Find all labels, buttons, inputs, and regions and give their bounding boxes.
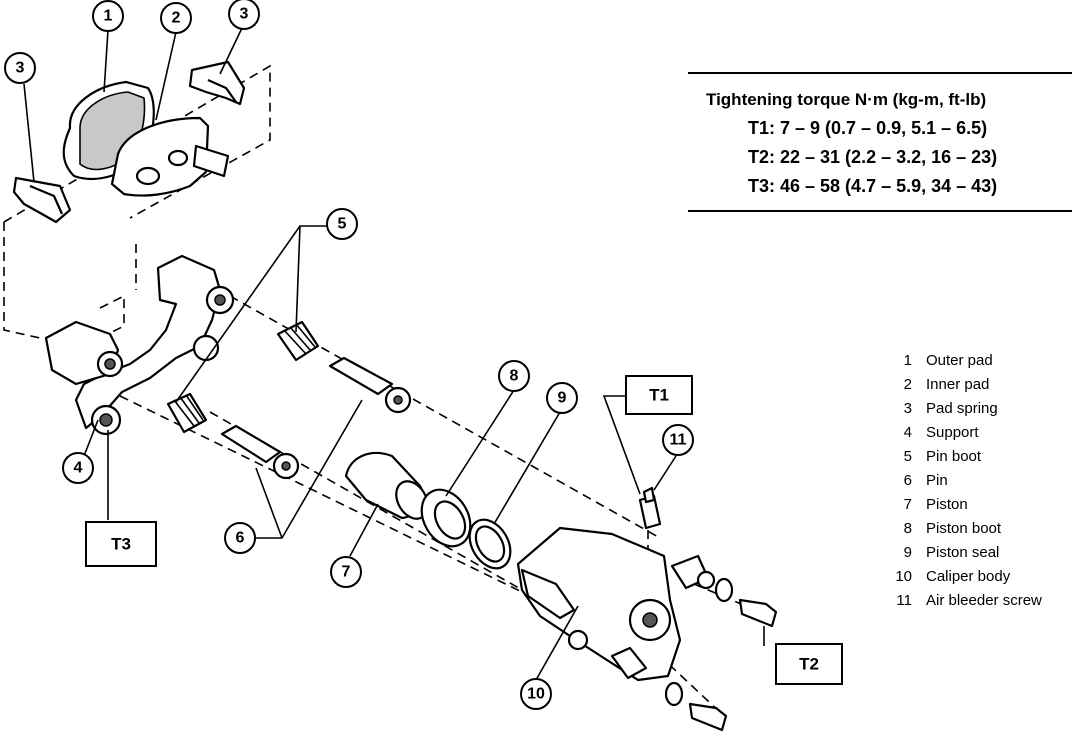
pins <box>220 356 412 480</box>
air-bleeder-screw <box>638 486 662 530</box>
pad-spring-left <box>12 176 72 224</box>
callout-1: 1 <box>92 0 124 32</box>
callout-5: 5 <box>326 208 358 240</box>
svg-text:7: 7 <box>342 564 351 581</box>
svg-text:T2: T2 <box>799 655 819 674</box>
caliper-body <box>516 526 716 682</box>
svg-text:9: 9 <box>558 390 567 407</box>
torque-box-t3: T3 <box>85 521 157 567</box>
callout-6: 6 <box>224 522 256 554</box>
svg-text:6: 6 <box>236 530 245 547</box>
piston <box>344 451 429 520</box>
callout-4: 4 <box>62 452 94 484</box>
svg-text:4: 4 <box>74 460 83 477</box>
callout-8: 8 <box>498 360 530 392</box>
torque-box-t1: T1 <box>625 375 693 415</box>
svg-text:T1: T1 <box>649 386 669 405</box>
inner-pad <box>110 116 230 197</box>
svg-text:10: 10 <box>527 686 545 703</box>
bolts <box>664 577 778 732</box>
support <box>44 254 235 436</box>
torque-title: Tightening torque N·m (kg-m, ft-lb) <box>706 90 987 109</box>
torque-table: Tightening torque N·m (kg-m, ft-lb) T1: … <box>688 72 1072 212</box>
svg-text:5: 5 <box>338 216 347 233</box>
torque-row-t2: T2: 22 – 31 (2.2 – 3.2, 16 – 23) <box>748 147 998 167</box>
svg-text:3: 3 <box>240 6 249 23</box>
callout-11: 11 <box>662 424 694 456</box>
leader-lines <box>23 27 765 681</box>
torque-box-t2: T2 <box>775 643 843 685</box>
svg-text:T3: T3 <box>111 535 131 554</box>
svg-text:8: 8 <box>510 368 519 385</box>
svg-text:1: 1 <box>104 8 113 25</box>
callout-2: 2 <box>160 2 192 34</box>
svg-text:3: 3 <box>16 60 25 77</box>
svg-text:11: 11 <box>670 432 687 449</box>
piston-seal <box>468 518 512 570</box>
svg-text:2: 2 <box>172 10 181 27</box>
torque-row-t3: T3: 46 – 58 (4.7 – 5.9, 34 – 43) <box>748 176 998 196</box>
callout-3-right: 3 <box>228 0 260 30</box>
callout-10: 10 <box>520 678 552 710</box>
pad-spring-right <box>188 60 246 106</box>
callout-3-left: 3 <box>4 52 36 84</box>
torque-row-t1: T1: 7 – 9 (0.7 – 0.9, 5.1 – 6.5) <box>748 118 988 138</box>
callout-9: 9 <box>546 382 578 414</box>
pin-boots <box>166 320 320 434</box>
callout-7: 7 <box>330 556 362 588</box>
piston-boot <box>420 488 472 548</box>
